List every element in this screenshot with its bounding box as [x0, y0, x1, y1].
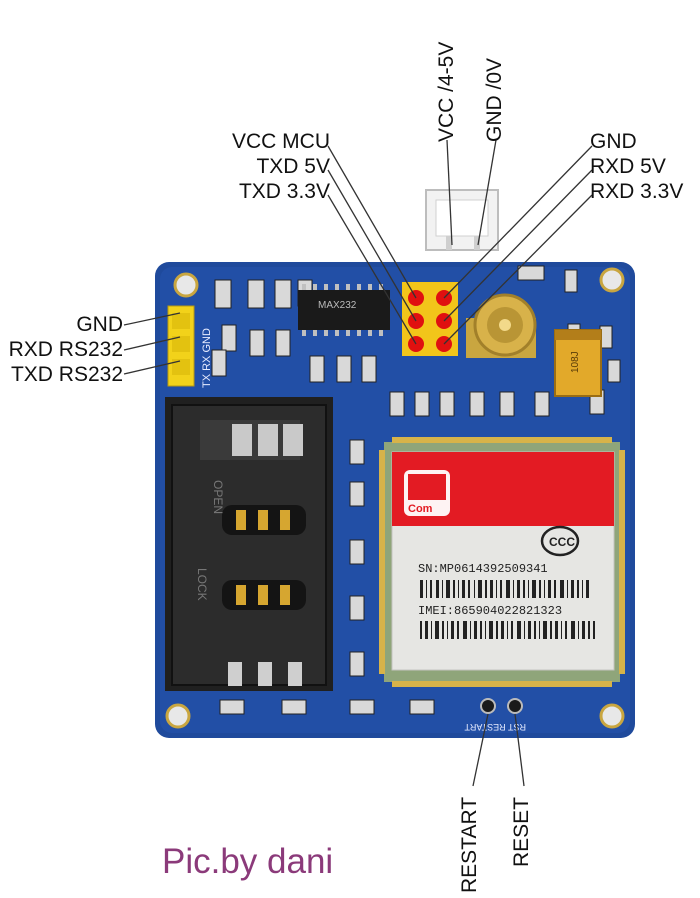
label-txd-33v: TXD 3.3V: [238, 180, 330, 203]
gsm-module: Com CCC SN:MP0614392509341 IMEI:86590402…: [379, 437, 625, 687]
leader-rxd-5v: [443, 169, 593, 322]
module-imei: IMEI:865904022821323: [418, 604, 562, 618]
leader-restart: [472, 713, 489, 787]
power-connector: [425, 189, 499, 251]
leader-txd-rs232: [123, 360, 181, 375]
ccc-logo: [540, 525, 580, 557]
leader-txd-5v: [327, 169, 417, 322]
label-rxd-rs232: RXD RS232: [8, 338, 123, 361]
capacitor-label: 108J: [570, 351, 581, 373]
sim-open-text: OPEN: [211, 480, 225, 514]
smd-components: [211, 265, 621, 715]
sim-lock-text: LOCK: [195, 568, 209, 601]
label-gnd-left: GND: [76, 313, 123, 336]
header-silkscreen: TX RX GND: [201, 328, 213, 388]
label-txd-5v: TXD 5V: [256, 155, 330, 178]
label-restart: RESTART: [458, 796, 481, 893]
rs232-header: TX RX GND: [167, 305, 213, 388]
barcode-2: [420, 621, 595, 639]
sma-antenna-connector: [466, 293, 537, 358]
leader-rxd-33v: [443, 194, 593, 345]
chip-label: MAX232: [318, 300, 357, 311]
leader-txd-33v: [327, 194, 417, 345]
label-txd-rs232: TXD RS232: [10, 363, 123, 386]
leader-vcc-mcu: [327, 145, 417, 299]
leader-reset: [514, 713, 525, 787]
label-vcc-power: VCC /4-5V: [435, 41, 458, 142]
sim-card-holder: OPEN LOCK: [165, 397, 333, 691]
leader-gnd-left: [123, 312, 181, 326]
reset-pad: [507, 698, 523, 714]
mount-hole-tl: [173, 272, 199, 298]
label-gnd-right: GND: [590, 130, 637, 153]
barcode-1: [420, 580, 589, 598]
label-reset: RESET: [510, 796, 533, 867]
leader-lines: [123, 139, 593, 787]
label-rxd-33v: RXD 3.3V: [590, 180, 684, 203]
leader-gnd-right: [443, 145, 593, 299]
restart-pad: [480, 698, 496, 714]
mount-hole-bl: [165, 703, 191, 729]
max232-chip: MAX232: [298, 284, 390, 336]
reset-pads: RST RESTART: [464, 698, 526, 732]
leader-vcc-power: [446, 139, 453, 246]
label-vcc-mcu: VCC MCU: [232, 130, 330, 153]
tantalum-capacitor: 108J: [554, 329, 602, 397]
svg-text:CCC: CCC: [549, 535, 575, 549]
label-gnd-power: GND /0V: [483, 57, 506, 142]
module-sn: SN:MP0614392509341: [418, 562, 548, 576]
credit-text: Pic.by dani: [162, 842, 334, 881]
label-rxd-5v: RXD 5V: [590, 155, 666, 178]
mount-hole-tr: [599, 267, 625, 293]
leader-gnd-power: [477, 139, 497, 246]
pad-silkscreen: RST RESTART: [464, 722, 526, 732]
mount-hole-br: [599, 703, 625, 729]
leader-rxd-rs232: [123, 336, 181, 351]
module-brand: Com: [408, 503, 433, 515]
